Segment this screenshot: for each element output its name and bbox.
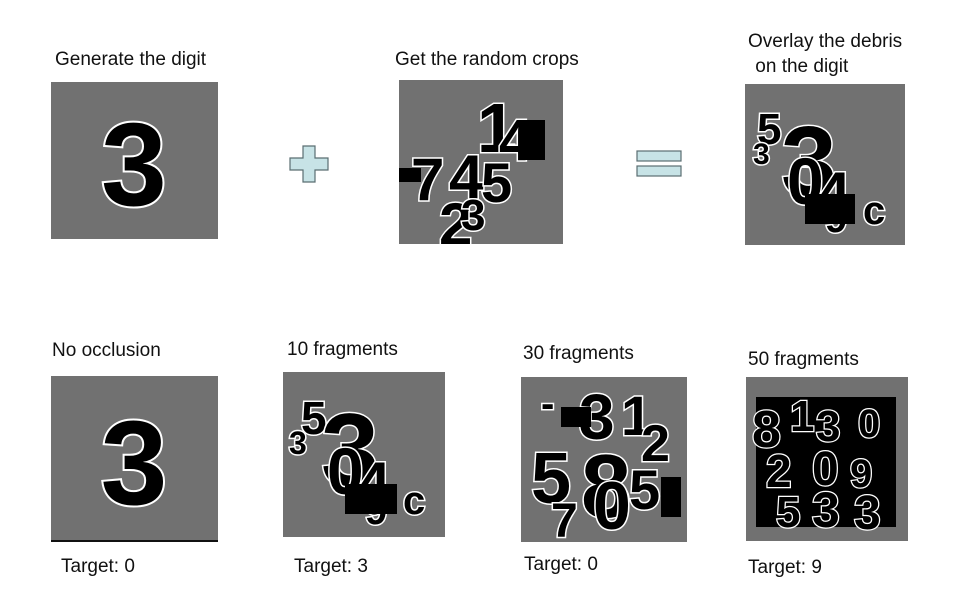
svg-text:8: 8 [752,401,781,459]
svg-text:2: 2 [439,191,472,244]
svg-text:3: 3 [854,487,881,540]
svg-text:0: 0 [593,468,631,542]
random-crops-tile: 1 4 7 4 5 2 3 [399,80,563,244]
svg-text:2: 2 [641,415,670,473]
svg-text:5: 5 [757,105,781,154]
plus-icon [289,145,329,183]
svg-text:3: 3 [816,402,840,451]
svg-text:2: 2 [766,445,792,497]
svg-text:3: 3 [321,393,379,509]
svg-text:3: 3 [289,425,307,461]
svg-text:4: 4 [449,143,484,212]
svg-text:7: 7 [551,495,578,542]
digit-glyph-no-occlusion: 3 [101,396,168,530]
svg-text:5: 5 [531,439,571,519]
svg-text:-: - [541,382,554,426]
svg-text:c: c [863,189,885,233]
no-occlusion-target: Target: 0 [61,556,135,577]
step3-label-line2: on the digit [750,56,849,77]
svg-text:3: 3 [461,191,485,240]
fifty-fragments-target: Target: 9 [748,557,822,578]
no-occlusion-baseline [51,540,218,542]
svg-text:3: 3 [812,482,840,538]
thirty-fragments-title: 30 fragments [523,343,634,364]
svg-text:3: 3 [753,138,770,171]
svg-text:9: 9 [850,452,872,496]
overlay-result-image: 5 3 3 0 4 9 c [752,104,887,243]
digit-glyph: 3 [101,99,167,231]
svg-text:1: 1 [477,89,516,167]
step2-label: Get the random crops [395,49,579,70]
thirty-fragments-image: - 3 1 2 5 8 0 5 7 [530,380,681,542]
fifty-fragments-tile: 8 1 3 0 2 0 9 5 3 3 [746,377,908,541]
step3-label-line1: Overlay the debris [748,31,903,52]
fifty-fragments-title: 50 fragments [748,349,859,370]
no-occlusion-tile: 3 [51,376,218,541]
random-crops-image: 1 4 7 4 5 2 3 [399,88,545,244]
svg-text:0: 0 [812,443,839,496]
fifty-fragments-image: 8 1 3 0 2 0 9 5 3 3 [751,391,896,541]
clean-digit-image: 3 [99,97,169,233]
thirty-fragments-tile: - 3 1 2 5 8 0 5 7 [521,377,687,542]
thirty-fragments-target: Target: 0 [524,554,598,575]
svg-text:5: 5 [481,151,512,214]
overlay-result-tile: 5 3 3 0 4 9 c [745,84,905,245]
ten-fragments-image: 5 3 3 0 4 9 c [288,391,427,535]
clean-digit-tile: 3 [51,82,218,239]
ten-fragments-target: Target: 3 [294,556,368,577]
svg-text:1: 1 [790,392,814,441]
svg-text:5: 5 [301,392,327,444]
no-occlusion-title: No occlusion [52,340,161,361]
svg-text:8: 8 [581,437,631,537]
svg-text:5: 5 [776,488,800,537]
equals-icon [636,150,682,178]
ten-fragments-tile: 5 3 3 0 4 9 c [283,372,445,537]
svg-text:0: 0 [858,402,880,446]
step1-label: Generate the digit [55,49,207,70]
svg-text:c: c [403,479,425,523]
svg-text:1: 1 [621,384,652,447]
svg-text:5: 5 [629,458,660,521]
no-occlusion-image: 3 [99,394,170,532]
ten-fragments-title: 10 fragments [287,339,398,360]
